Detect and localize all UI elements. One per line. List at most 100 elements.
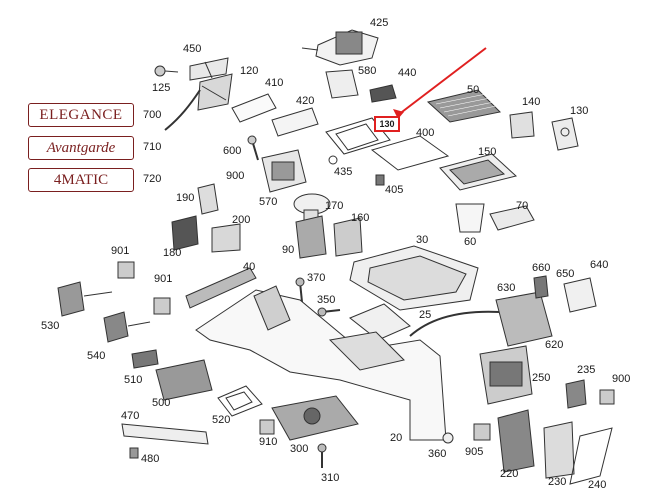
label-140: 140 [522,96,541,108]
label-580: 580 [358,65,377,77]
label-350: 350 [317,294,336,306]
label-570: 570 [259,196,278,208]
label-900-right: 900 [612,373,631,385]
label-60: 60 [464,236,477,248]
label-200: 200 [232,214,251,226]
part-580-shape [325,69,359,99]
label-120: 120 [240,65,259,77]
part-70-shape [489,205,535,231]
label-405: 405 [385,184,404,196]
label-25: 25 [419,309,432,321]
label-905: 905 [465,446,484,458]
label-235: 235 [577,364,596,376]
part-140-shape [509,111,535,139]
part-400-shape [325,117,391,155]
label-160: 160 [351,212,370,224]
part-25-shape [349,303,411,341]
label-90: 90 [282,244,295,256]
label-700: 700 [143,109,162,121]
label-500: 500 [152,397,171,409]
part-540-shape [103,311,129,343]
label-230: 230 [548,476,567,488]
label-310: 310 [321,472,340,484]
label-50: 50 [467,84,480,96]
part-60-shape [455,203,485,233]
badge-elegance: ELEGANCE [28,103,134,127]
label-425: 425 [370,17,389,29]
part-125-shape [154,65,166,77]
label-901-lower: 901 [154,273,173,285]
part-230-shape [543,421,575,479]
label-130: 130 [570,105,589,117]
label-360: 360 [428,448,447,460]
label-435: 435 [334,166,353,178]
part-450-shape [189,57,229,81]
label-370: 370 [307,272,326,284]
part-530-shape [57,281,85,317]
label-450: 450 [183,43,202,55]
label-70: 70 [516,200,529,212]
part-510-shape [131,349,159,369]
label-520: 520 [212,414,231,426]
label-650: 650 [556,268,575,280]
part-50-shape [426,89,502,123]
part-630-shape [495,291,553,347]
part-90-shape [295,215,327,259]
part-440-shape [369,84,397,103]
part-190-shape [197,183,219,215]
label-640: 640 [590,259,609,271]
part-660-shape [533,275,549,299]
label-180: 180 [163,247,182,259]
badge-4matic: 4MATIC [28,168,134,192]
label-240: 240 [588,479,607,491]
label-710: 710 [143,141,162,153]
label-400: 400 [416,127,435,139]
part-220-shape [497,409,535,473]
part-160-shape [333,217,363,257]
part-470-shape [121,423,209,445]
label-540: 540 [87,350,106,362]
part-640-shape [563,277,597,313]
label-30: 30 [416,234,429,246]
label-910: 910 [259,436,278,448]
badge-avantgarde: Avantgarde [28,136,134,160]
label-40: 40 [243,261,256,273]
label-620: 620 [545,339,564,351]
label-410: 410 [265,77,284,89]
part-425-shape [301,29,379,66]
part-420-shape [271,107,319,137]
part-240-shape [569,427,613,485]
part-150-shape [370,135,450,171]
label-300: 300 [290,443,309,455]
label-630: 630 [497,282,516,294]
label-220: 220 [500,468,519,480]
label-190: 190 [176,192,195,204]
label-600: 600 [223,145,242,157]
label-170: 170 [325,200,344,212]
part-20-shape [195,289,447,441]
label-530: 530 [41,320,60,332]
label-20: 20 [390,432,403,444]
highlight-label-130[interactable]: 130 [374,116,400,132]
label-150: 150 [478,146,497,158]
part-520-shape [217,385,263,417]
label-510: 510 [124,374,143,386]
label-440: 440 [398,67,417,79]
part-410-shape [231,93,277,123]
part-200-shape [211,223,241,253]
part-500-shape [155,359,213,401]
label-720: 720 [143,173,162,185]
label-901-upper: 901 [111,245,130,257]
part-405-shape [375,174,385,186]
cable-700-shape [164,89,201,131]
part-435-shape [328,155,338,165]
part-40-shape [185,267,257,309]
label-470: 470 [121,410,140,422]
part-235-shape [565,379,587,409]
label-900-top: 900 [226,170,245,182]
label-125: 125 [152,82,171,94]
label-420: 420 [296,95,315,107]
label-480: 480 [141,453,160,465]
